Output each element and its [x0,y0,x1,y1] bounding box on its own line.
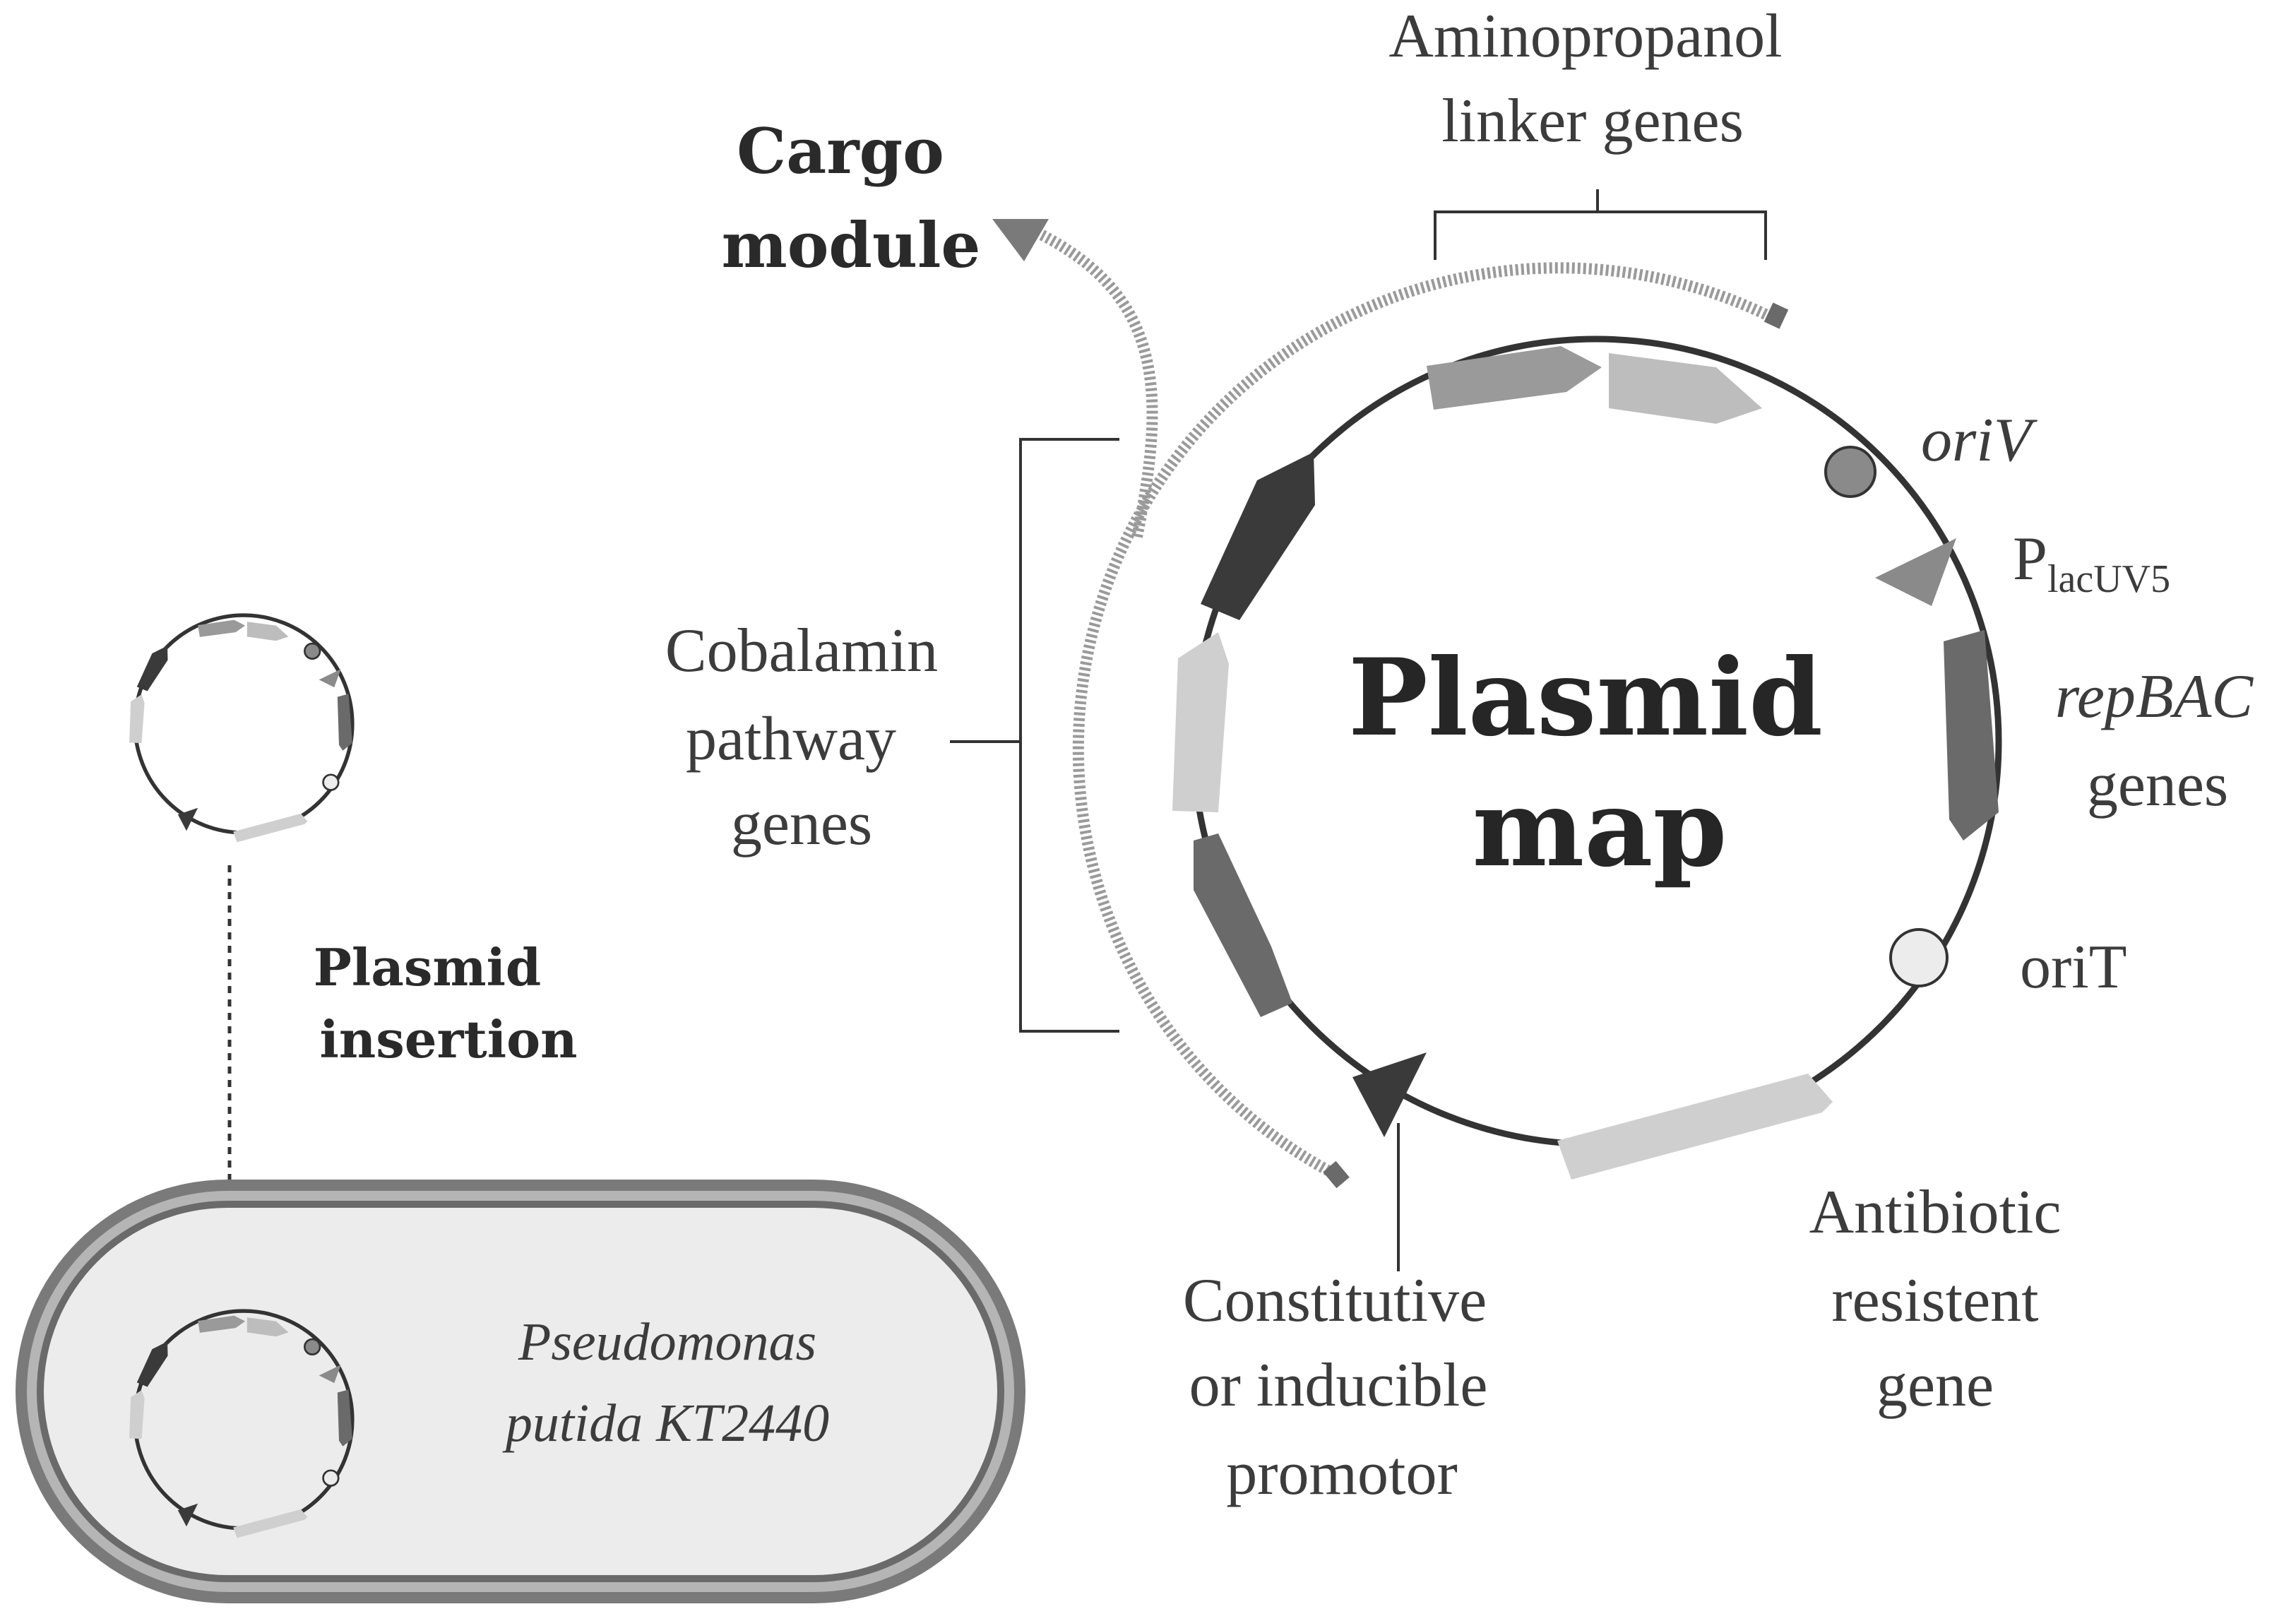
oriV-marker [1824,446,1876,498]
cobalamin-bracket [950,438,1119,1033]
promotor-label-line3: promotor [1226,1439,1458,1508]
small-plasmid-icon [129,613,355,843]
promotor-label-line1: Constitutive [1183,1266,1487,1335]
aminopropanol-gene-2 [1609,353,1762,424]
cobalamin-label-line3: genes [731,790,872,858]
aminopropanol-gene-1 [1427,346,1602,410]
cargo-module-arc [1035,227,1158,538]
oriV-label: oriV [1921,406,2038,475]
antibiotic-label-line2: resistent [1831,1266,2038,1335]
promoter-arrow [1352,1052,1427,1137]
placuv5-label-main: P [2013,525,2047,593]
cobalamin-label-line2: pathway [686,705,896,773]
cargo-label-line1: Cargo [737,114,944,188]
bacterial-cell-cytoplasm [44,1208,997,1575]
cobalamin-gene-light [1172,632,1229,812]
repbac-gene [1944,630,1999,841]
repbac-label-line1: repBAC [2055,663,2254,731]
aminopropanol-bracket [1434,189,1767,260]
cargo-label-line2: module [722,208,981,282]
insertion-label-line2: insertion [320,1009,578,1069]
antibiotic-gene [1557,1074,1833,1180]
antibiotic-label-line3: gene [1876,1351,1994,1420]
cobalamin-label-line1: Cobalamin [665,617,938,685]
aminopropanol-label-line2: linker genes [1441,87,1744,155]
oriT-marker [1889,928,1949,987]
placuv5-promoter-arrow [1875,538,1956,606]
cell-plasmid-icon [129,1309,355,1538]
plasmid-map-title-line2: map [1473,766,1727,891]
aminopropanol-label-line1: Aminopropanol [1388,2,1782,71]
cobalamin-gene-mid [1194,833,1292,1017]
repbac-label-line2: genes [2087,751,2228,819]
organism-label-line1: Pseudomonas [518,1312,816,1372]
plasmid-map-title-line1: Plasmid [1348,636,1823,760]
cargo-outer-arc-end-top [1763,302,1789,329]
insertion-label-line1: Plasmid [314,937,542,997]
antibiotic-label-line1: Antibiotic [1809,1178,2062,1247]
organism-label-line2: putida KT2440 [502,1394,829,1453]
placuv5-label-subscript: lacUV5 [2047,557,2170,601]
cargo-module-arrowhead [992,219,1049,261]
cargo-outer-arc-end-bottom [1323,1160,1350,1189]
oriT-label: oriT [2020,933,2127,1002]
cobalamin-gene-dark [1201,452,1315,620]
promotor-label-line2: or inducible [1189,1351,1488,1420]
placuv5-label: PlacUV5 [2013,525,2170,601]
